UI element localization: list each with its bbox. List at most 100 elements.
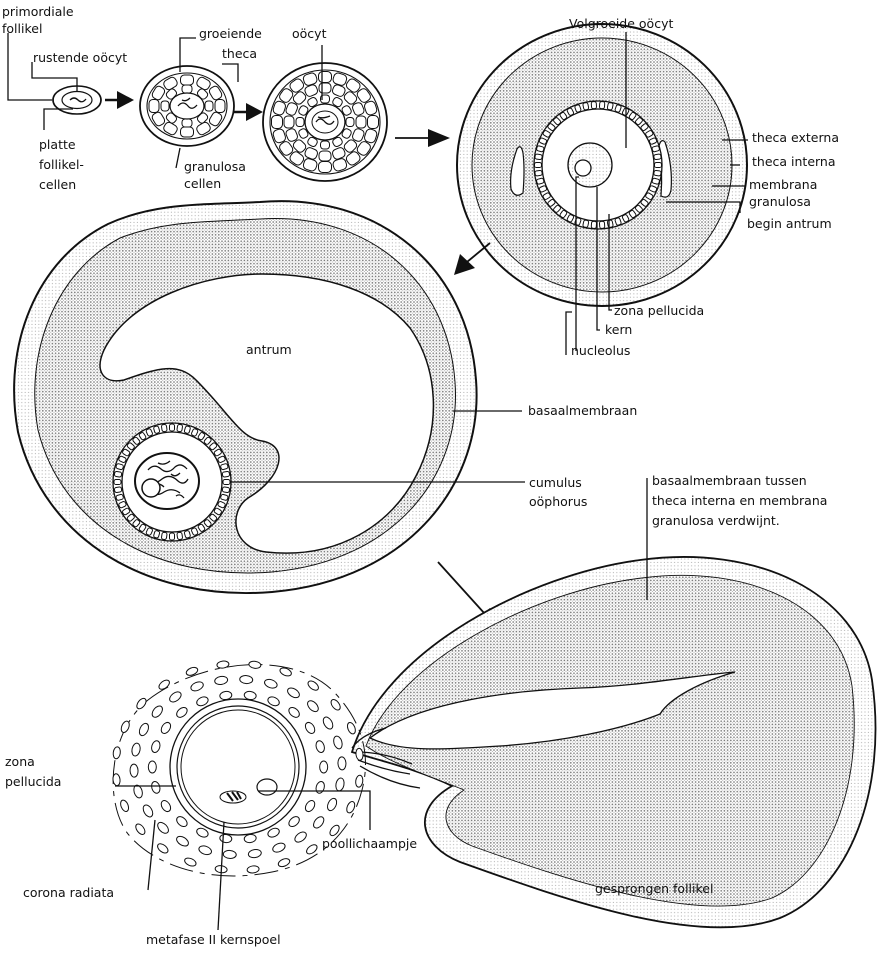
corona-cell (156, 842, 170, 855)
label-cumulus: cumulus (529, 475, 582, 490)
label-cellen-1: cellen (39, 177, 76, 192)
arrow-2 (234, 103, 263, 121)
label-oophorus: oöphorus (529, 494, 587, 509)
label-begin-antrum: begin antrum (747, 216, 832, 231)
corona-cell (159, 721, 172, 735)
granulosa-cell (181, 75, 194, 85)
corona-cell (148, 761, 156, 773)
corona-cell (271, 841, 286, 853)
corona-cell (150, 740, 161, 754)
zona-segment (222, 487, 230, 493)
granulosa-cell (182, 85, 192, 93)
label-bm-note-2: theca interna en membrana (652, 493, 827, 508)
granulosa-cell (215, 100, 225, 113)
corona-cell (277, 857, 291, 868)
ruptured-follicle (352, 557, 876, 927)
zona-segment (654, 170, 662, 176)
label-nucleolus: nucleolus (571, 343, 630, 358)
corona-cell (335, 777, 345, 791)
corona-cell (175, 815, 189, 829)
corona-cell (332, 735, 343, 750)
corona-cell (134, 822, 147, 836)
label-granulosa-cellen-1: granulosa (184, 159, 246, 174)
zona-segment (170, 533, 175, 540)
label-theca-externa: theca externa (752, 130, 839, 145)
label-primordiale: primordiale (2, 4, 74, 19)
corona-cell (130, 764, 139, 777)
granulosa-cell (368, 116, 379, 129)
corona-cell (156, 820, 171, 835)
zona-segment (535, 154, 543, 160)
label-corona-radiata: corona radiata (23, 885, 114, 900)
granulosa-cell (356, 116, 366, 128)
label-rustende-oocyt: rustende oöcyt (33, 50, 127, 65)
corona-cell (311, 815, 325, 830)
label-kern: kern (605, 322, 632, 337)
label-gesprongen-follikel: gesprongen follikel (595, 881, 713, 896)
arrow-3 (395, 129, 450, 147)
corona-cell (217, 660, 230, 668)
corona-cell (338, 757, 347, 770)
label-pellucida: pellucida (5, 774, 61, 789)
label-platte: platte (39, 137, 76, 152)
corona-cell (303, 721, 316, 735)
corona-cell (263, 678, 278, 690)
corona-cell (183, 856, 197, 867)
zona-segment (591, 221, 596, 228)
corona-cell (175, 834, 190, 848)
zona-segment (654, 154, 662, 160)
corona-cell (159, 799, 172, 813)
zona-segment (114, 471, 122, 477)
zona-segment (170, 424, 175, 431)
granulosa-cell (319, 162, 332, 173)
corona-cell (150, 780, 161, 794)
zona-segment (583, 102, 589, 110)
granulosa-cell (319, 83, 331, 93)
corona-cell (141, 803, 154, 818)
granulosa-cell (284, 116, 294, 128)
granulosa-cell (319, 72, 332, 83)
corona-cell (135, 697, 148, 711)
multilayer-follicle (263, 63, 387, 181)
label-oocyt: oöcyt (292, 26, 327, 41)
label-basaalmembraan: basaalmembraan (528, 403, 637, 418)
zona-segment (591, 101, 596, 108)
granulosa-cell (319, 151, 331, 161)
corona-cell (239, 675, 253, 684)
growing-follicle (140, 66, 234, 146)
label-theca: theca (222, 46, 257, 61)
corona-cell (131, 742, 141, 756)
label-granulosa: granulosa (749, 194, 811, 209)
secondary-follicle (457, 24, 747, 306)
granulosa-cell (161, 101, 169, 111)
zona-segment (114, 480, 121, 485)
zona-segment (222, 471, 230, 477)
label-antrum: antrum (246, 342, 292, 357)
granulosa-cell (346, 118, 354, 127)
corona-cell (286, 686, 301, 700)
corona-cell (214, 675, 228, 685)
corona-cell (248, 849, 262, 859)
corona-cell (175, 705, 189, 719)
label-bm-note-1: basaalmembraan tussen (652, 473, 807, 488)
granulosa-cell (272, 116, 283, 129)
corona-cell (190, 680, 205, 692)
corona-cell (198, 844, 213, 856)
zona-segment (535, 170, 543, 176)
corona-cell (248, 660, 261, 669)
arrow-1 (105, 91, 134, 109)
label-theca-interna: theca interna (752, 154, 836, 169)
label-follikel: follikel (2, 21, 42, 36)
corona-cell (223, 850, 237, 859)
corona-cell (306, 699, 321, 714)
corona-cell (329, 698, 342, 712)
label-granulosa-cellen-2: cellen (184, 176, 221, 191)
corona-cell (306, 679, 320, 692)
corona-cell (315, 740, 326, 754)
corona-cell (287, 705, 301, 719)
corona-cell (157, 678, 171, 691)
corona-cell (293, 830, 308, 844)
zona-segment (583, 220, 589, 228)
corona-cell (112, 773, 120, 786)
